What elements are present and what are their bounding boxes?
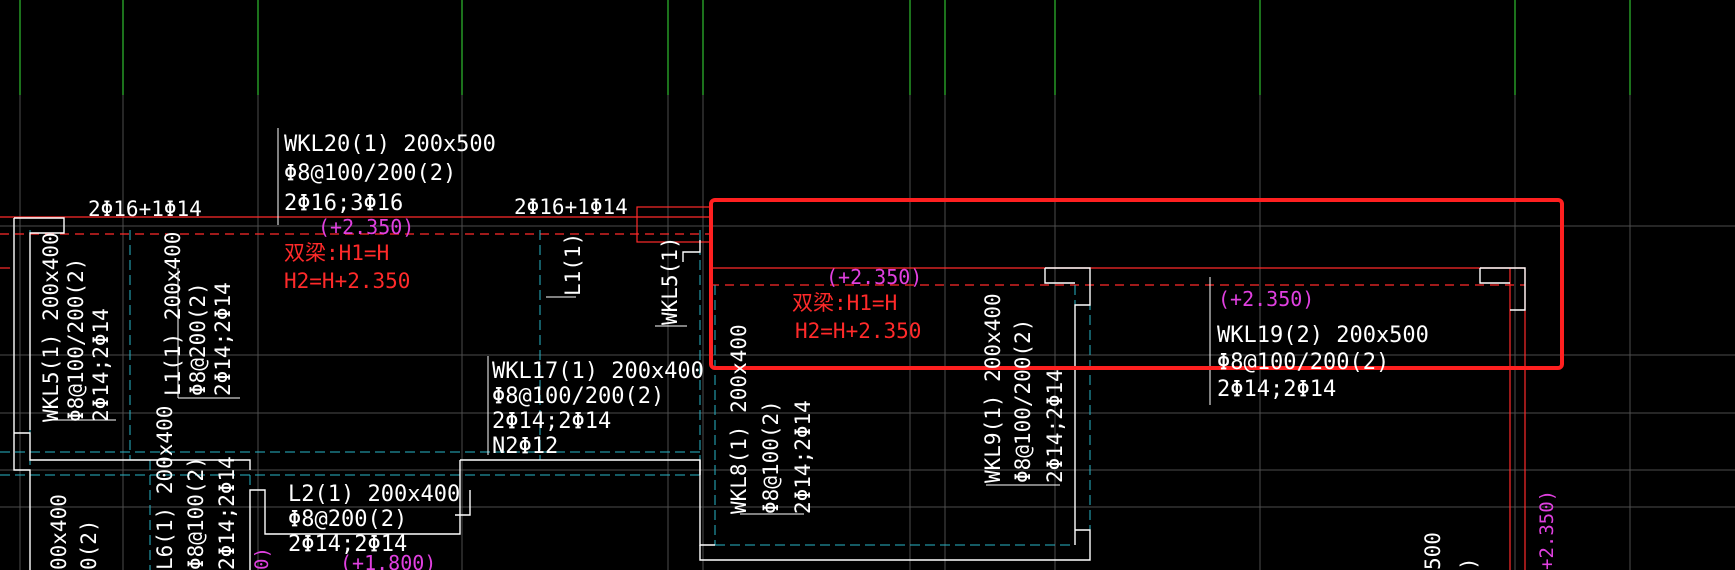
beam-rebar: 2Φ14;2Φ14	[1217, 377, 1336, 402]
beam-rebar: 2Φ14;2Φ14	[492, 409, 611, 434]
beam-stirrup: Φ8@100/200(2)	[492, 384, 664, 409]
top-rebar-mid-label: 2Φ16+1Φ14	[514, 195, 628, 219]
beam-name: L2(1) 200x400	[288, 482, 460, 507]
beam-label-wkl17: WKL17(1) 200x400 Φ8@100/200(2) 2Φ14;2Φ14…	[492, 359, 704, 459]
beam-rebar: 2Φ14;2Φ14	[1043, 369, 1067, 483]
beam-rebar: 2Φ14;2Φ14	[211, 282, 235, 396]
beam-label-wkl5-vertical: WKL5(1) 200x400 Φ8@100/200(2) 2Φ14;2Φ14	[39, 232, 113, 422]
double-beam-label-right-1: 双梁:H1=H	[792, 291, 897, 315]
elevation-fragment-bottom-left: 0)	[251, 547, 273, 570]
beam-name: WKL19(2) 200x500	[1217, 323, 1429, 348]
beam-stirrup: Φ8@100/200(2)	[64, 258, 88, 422]
beam-rebar: 2Φ16;3Φ16	[284, 191, 403, 216]
left-edge-fragment-a: 00x400	[47, 494, 71, 570]
beam-name: L6(1) 200x400	[153, 406, 177, 570]
beam-label-wkl20: WKL20(1) 200x500 Φ8@100/200(2) 2Φ16;3Φ16	[284, 132, 496, 216]
beam-label-l2: L2(1) 200x400 Φ8@200(2) 2Φ14;2Φ14	[288, 482, 460, 557]
beam-label-wkl8-vertical: WKL8(1) 200x400 Φ8@100(2) 2Φ14;2Φ14	[727, 324, 815, 514]
elevation-label-2: (+2.350)	[826, 265, 922, 289]
elevation-label-3: (+2.350)	[1218, 287, 1314, 311]
left-edge-fragment-b: 0(2)	[77, 519, 101, 570]
beam-label-wkl19: WKL19(2) 200x500 Φ8@100/200(2) 2Φ14;2Φ14	[1217, 323, 1429, 402]
wkl5-vertical-tag: WKL5(1)	[658, 236, 682, 325]
beam-stirrup: Φ8@100/200(2)	[284, 161, 456, 186]
beam-name: WKL20(1) 200x500	[284, 132, 496, 157]
red-beam-lines	[0, 206, 1526, 570]
beam-outlines	[13, 217, 1526, 570]
beam-stirrup: Φ8@100(2)	[184, 456, 208, 570]
elevation-label-1: (+2.350)	[318, 215, 414, 239]
beam-name: WKL9(1) 200x400	[981, 293, 1005, 483]
beam-stirrup: Φ8@100(2)	[759, 400, 783, 514]
beam-rebar: 2Φ14;2Φ14	[791, 400, 815, 514]
beam-label-wkl9-vertical: WKL9(1) 200x400 Φ8@100/200(2) 2Φ14;2Φ14	[981, 293, 1067, 483]
beam-stirrup: Φ8@100/200(2)	[1217, 350, 1389, 375]
beam-stirrup: Φ8@200(2)	[288, 507, 407, 532]
beam-label-l6-vertical: L6(1) 200x400 Φ8@100(2) 2Φ14;2Φ14	[153, 406, 239, 570]
beam-rebar: 2Φ14;2Φ14	[215, 456, 239, 570]
beam-rebar: 2Φ14;2Φ14	[89, 308, 113, 422]
beam-stirrup: Φ8@100/200(2)	[1011, 319, 1035, 483]
elevation-label-bottom: (+1.800)	[340, 551, 436, 570]
double-beam-label-right-2: H2=H+2.350	[795, 319, 921, 343]
axis-lines	[19, 0, 1631, 95]
top-rebar-left-label: 2Φ16+1Φ14	[88, 197, 202, 221]
leader-lines	[50, 128, 1211, 515]
beam-name: WKL17(1) 200x400	[492, 359, 704, 384]
beam-stirrup: Φ8@200(2)	[186, 282, 210, 396]
double-beam-label-left-1: 双梁:H1=H	[284, 241, 389, 265]
grid-lines	[0, 95, 1735, 570]
right-vertical-elevation: +2.350)	[1536, 490, 1558, 570]
beam-label-l1-vertical: L1(1) 200x400 Φ8@200(2) 2Φ14;2Φ14	[161, 232, 235, 396]
l1-vertical-tag: L1(1)	[561, 233, 585, 296]
beam-name: WKL8(1) 200x400	[727, 324, 751, 514]
beam-rebar: 2Φ14;2Φ14	[288, 532, 407, 557]
double-beam-label-left-2: H2=H+2.350	[284, 269, 410, 293]
beam-name: L1(1) 200x400	[161, 232, 185, 396]
beam-name: WKL5(1) 200x400	[39, 232, 63, 422]
bottom-right-fragment: 500	[1421, 532, 1445, 570]
beam-waist: N2Φ12	[492, 434, 558, 459]
highlight-box[interactable]	[709, 198, 1564, 370]
bottom-right-fragment-2: )	[1457, 557, 1481, 570]
